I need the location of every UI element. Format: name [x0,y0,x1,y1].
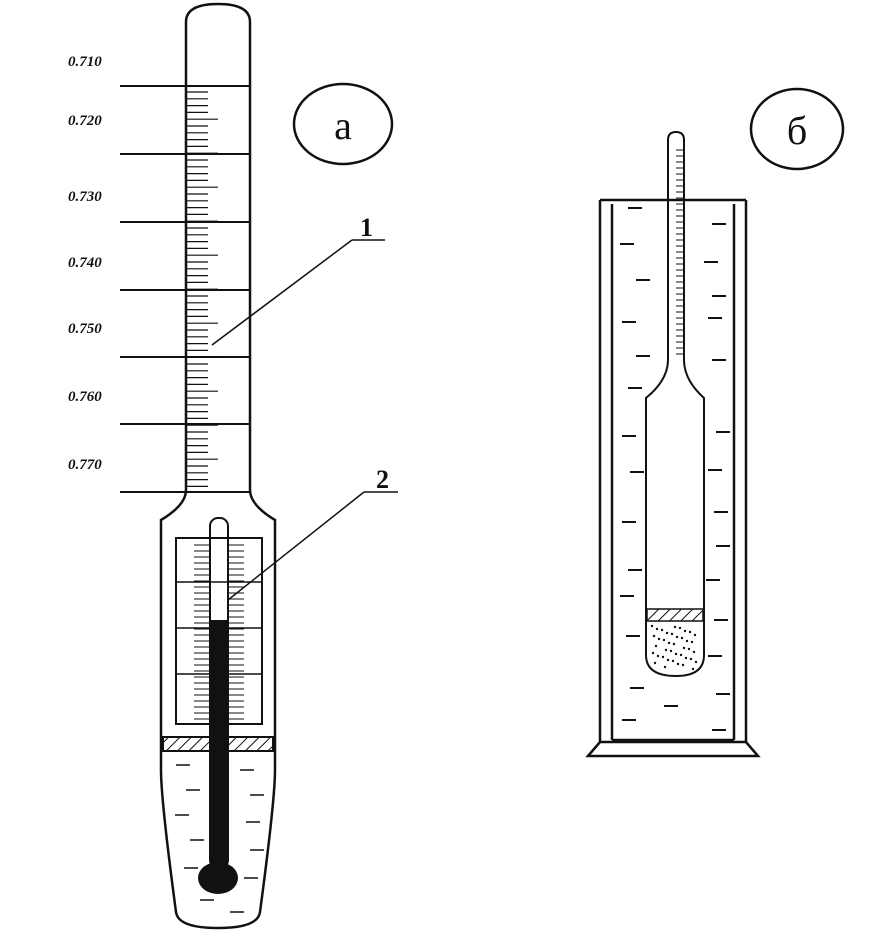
stem-ticks [186,91,218,487]
scale-label: 0.730 [68,189,102,205]
callout-2: 2 [227,465,398,601]
scale-label: 0.720 [68,113,102,129]
callout-2-label: 2 [376,465,389,494]
liquid [620,207,730,731]
scale-lines [120,85,250,493]
hydrometer-b-ballast-seal [646,608,704,622]
thermometer-bulb [198,862,238,894]
scale-label: 0.710 [68,54,102,70]
callout-1-label: 1 [360,213,373,242]
scale-label: 0.750 [68,321,102,337]
ballast-shot [175,764,264,913]
hydrometer-a-outline [159,2,277,930]
scale-label: 0.740 [68,255,102,271]
scale-labels: 0.710 0.720 0.730 0.740 0.750 0.760 0.77… [68,54,102,473]
panel-label-a: а [292,82,394,166]
panel-label-b: б [749,87,845,171]
figure-b-cylinder: б [585,87,845,758]
callout-1: 1 [211,213,385,346]
hydrometer-b-shot [650,624,698,671]
figure-a-hydrometer: 0.710 0.720 0.730 0.740 0.750 0.760 0.77… [68,2,398,930]
scale-label: 0.770 [68,457,102,473]
panel-label-a-text: а [334,103,352,148]
ballast-seal [162,736,274,752]
scale-label: 0.760 [68,389,102,405]
measuring-cylinder [585,198,761,758]
hydrometer-b-scale [676,149,684,355]
hydrometer-b-body [645,130,705,678]
panel-label-b-text: б [787,108,807,153]
